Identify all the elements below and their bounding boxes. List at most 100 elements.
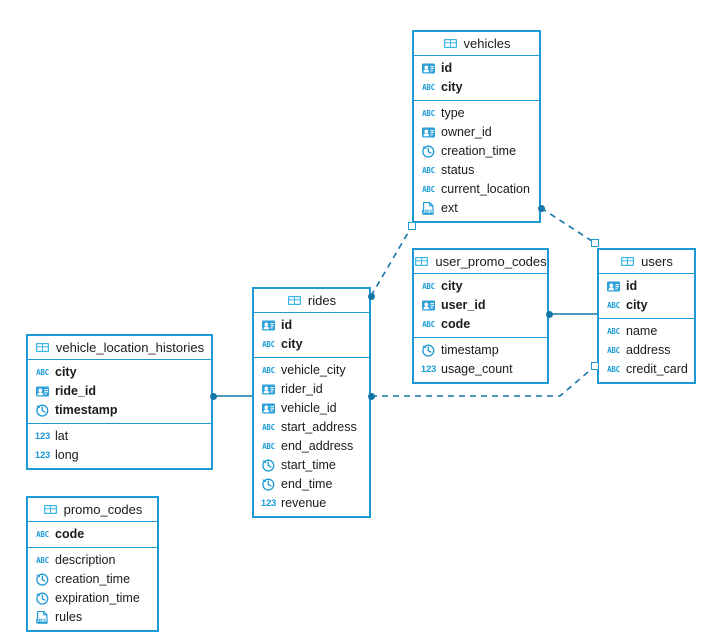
field-label: timestamp — [55, 403, 118, 418]
field-creation_time[interactable]: creation_time — [28, 570, 157, 589]
relationship-edge-vehicles-users[interactable] — [540, 207, 596, 244]
key-field-ride_id[interactable]: ride_id — [28, 382, 211, 401]
entity-header-users[interactable]: users — [599, 250, 694, 274]
entity-header-user_promo_codes[interactable]: user_promo_codes — [414, 250, 547, 274]
clock-icon — [35, 591, 50, 606]
abc-string-icon: ABC — [422, 82, 435, 92]
key-person-icon — [421, 61, 436, 76]
entity-header-promo_codes[interactable]: promo_codes — [28, 498, 157, 522]
key-person-icon — [261, 318, 276, 333]
edge-source-marker-dot-vehicles-users — [537, 204, 545, 212]
field-label: start_time — [281, 458, 336, 473]
abc-string-icon: ABC — [262, 441, 275, 451]
field-label: lat — [55, 429, 69, 444]
edge-source-marker-dot-rides-vehicles — [367, 292, 375, 300]
key-field-id[interactable]: id — [599, 277, 694, 296]
entity-header-rides[interactable]: rides — [254, 289, 369, 313]
table-grid-icon — [43, 502, 58, 517]
field-creation_time[interactable]: creation_time — [414, 142, 539, 161]
abc-string-icon: ABC — [422, 281, 435, 291]
key-field-timestamp[interactable]: timestamp — [28, 401, 211, 420]
field-label: type — [441, 106, 465, 121]
field-label: user_id — [441, 298, 486, 313]
edge-target-marker-square-vehicles-users — [591, 239, 599, 247]
field-start_time[interactable]: start_time — [254, 456, 369, 475]
field-label: city — [55, 365, 77, 380]
field-rider_id[interactable]: rider_id — [254, 380, 369, 399]
key-field-city[interactable]: ABC city — [414, 78, 539, 97]
relationship-edge-rides-vehicles[interactable] — [370, 225, 413, 297]
field-owner_id[interactable]: owner_id — [414, 123, 539, 142]
key-field-city[interactable]: ABC city — [28, 363, 211, 382]
entity-title: users — [641, 254, 673, 269]
field-expiration_time[interactable]: expiration_time — [28, 589, 157, 608]
key-person-icon — [606, 279, 621, 294]
key-person-icon — [421, 125, 436, 140]
field-type[interactable]: ABC type — [414, 104, 539, 123]
field-label: ext — [441, 201, 458, 216]
key-person-icon — [261, 382, 276, 397]
key-field-user_id[interactable]: user_id — [414, 296, 547, 315]
field-end_time[interactable]: end_time — [254, 475, 369, 494]
clock-icon — [35, 403, 50, 418]
field-label: creation_time — [441, 144, 517, 159]
field-long[interactable]: 123 long — [28, 446, 211, 465]
field-label: usage_count — [441, 362, 513, 377]
primary-key-group: ABC city ride_id timestamp — [28, 360, 211, 424]
key-field-id[interactable]: id — [414, 59, 539, 78]
key-field-id[interactable]: id — [254, 316, 369, 335]
entity-title: rides — [307, 293, 337, 308]
field-vehicle_id[interactable]: vehicle_id — [254, 399, 369, 418]
field-label: timestamp — [441, 343, 499, 358]
table-grid-icon — [287, 293, 302, 308]
field-label: start_address — [281, 420, 357, 435]
key-field-city[interactable]: ABC city — [254, 335, 369, 354]
field-timestamp[interactable]: timestamp — [414, 341, 547, 360]
clock-icon — [421, 343, 436, 358]
svg-text:JSON: JSON — [37, 618, 47, 623]
abc-string-icon: ABC — [422, 319, 435, 329]
table-grid-icon — [414, 254, 429, 269]
123-number-icon: 123 — [34, 449, 51, 461]
field-label: code — [55, 527, 85, 542]
abc-string-icon: ABC — [422, 108, 435, 118]
field-label: city — [441, 80, 463, 95]
field-label: address — [626, 343, 671, 358]
entity-title: vehicle_location_histories — [55, 340, 205, 355]
abc-string-icon: ABC — [262, 339, 275, 349]
entity-header-vehicles[interactable]: vehicles — [414, 32, 539, 56]
entity-header-vehicle_location_histories[interactable]: vehicle_location_histories — [28, 336, 211, 360]
field-label: city — [281, 337, 303, 352]
field-label: long — [55, 448, 79, 463]
abc-string-icon: ABC — [36, 367, 49, 377]
